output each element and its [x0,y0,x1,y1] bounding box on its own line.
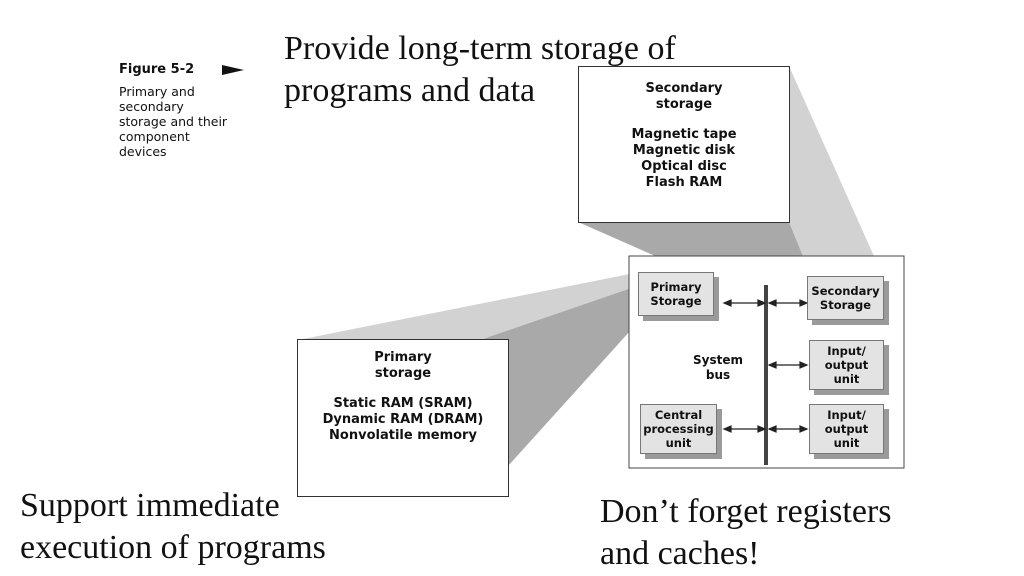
input-output-unit: Input/ output unit [809,340,884,390]
bus-label: System [693,353,743,367]
secondary-purpose-note: Provide long-term storage of programs an… [284,28,676,112]
primary-device-item: Nonvolatile memory [329,428,477,443]
caption-line: secondary [119,99,184,114]
secondary-device-item: Magnetic tape [631,127,737,142]
primary-detail-title: Primary [374,350,432,365]
secondary-device-item: Magnetic disk [632,143,736,158]
figure-caption: Primary and secondary storage and their … [119,84,259,159]
note-line: programs and data [284,72,536,109]
unit-label: processing [643,422,714,436]
unit-label: unit [665,436,692,450]
bus-arrows [722,299,809,433]
unit-label: Input/ [827,408,866,422]
unit-label: Secondary [811,284,880,298]
secondary-storage-unit: Secondary Storage [807,276,884,320]
note-line: execution of programs [20,529,326,566]
caption-line: Primary and [119,84,195,99]
unit-label: Storage [819,298,872,312]
unit-label: output [824,358,869,372]
note-line: Provide long-term storage of [284,30,676,67]
primary-device-item: Dynamic RAM (DRAM) [322,412,484,427]
unit-label: Central [654,408,703,422]
registers-caches-note: Don’t forget registers and caches! [600,491,891,575]
primary-purpose-note: Support immediate execution of programs [20,485,326,569]
primary-beam-light [298,272,640,340]
pointer-arrow-icon [222,65,244,75]
primary-beam-dark [480,285,640,497]
primary-storage-unit: Primary Storage [638,272,714,316]
note-line: Support immediate [20,487,280,524]
input-output-unit: Input/ output unit [809,404,884,454]
figure-title: Figure 5-2 [119,62,195,77]
primary-device-item: Static RAM (SRAM) [333,396,473,411]
unit-label: Primary [650,280,702,294]
secondary-storage-detail-box: Secondary storage Magnetic tape Magnetic… [578,66,790,223]
caption-line: storage and their [119,114,228,129]
bus-label: bus [705,368,731,382]
secondary-device-item: Flash RAM [645,175,723,190]
secondary-detail-title: Secondary [645,81,723,96]
note-line: Don’t forget registers [600,493,892,530]
caption-line: devices [119,144,167,159]
note-line: and caches! [600,535,760,572]
system-bus-label: System bus [690,353,746,383]
primary-storage-detail-box: Primary storage Static RAM (SRAM) Dynami… [297,339,509,497]
unit-label: output [824,422,869,436]
unit-label: unit [833,372,860,386]
unit-label: Input/ [827,344,866,358]
central-processing-unit: Central processing unit [640,404,717,454]
primary-detail-title: storage [374,366,432,381]
unit-label: unit [833,436,860,450]
secondary-device-item: Optical disc [641,159,727,174]
unit-label: Storage [650,294,702,308]
secondary-detail-title: storage [655,97,713,112]
caption-line: component [119,129,190,144]
